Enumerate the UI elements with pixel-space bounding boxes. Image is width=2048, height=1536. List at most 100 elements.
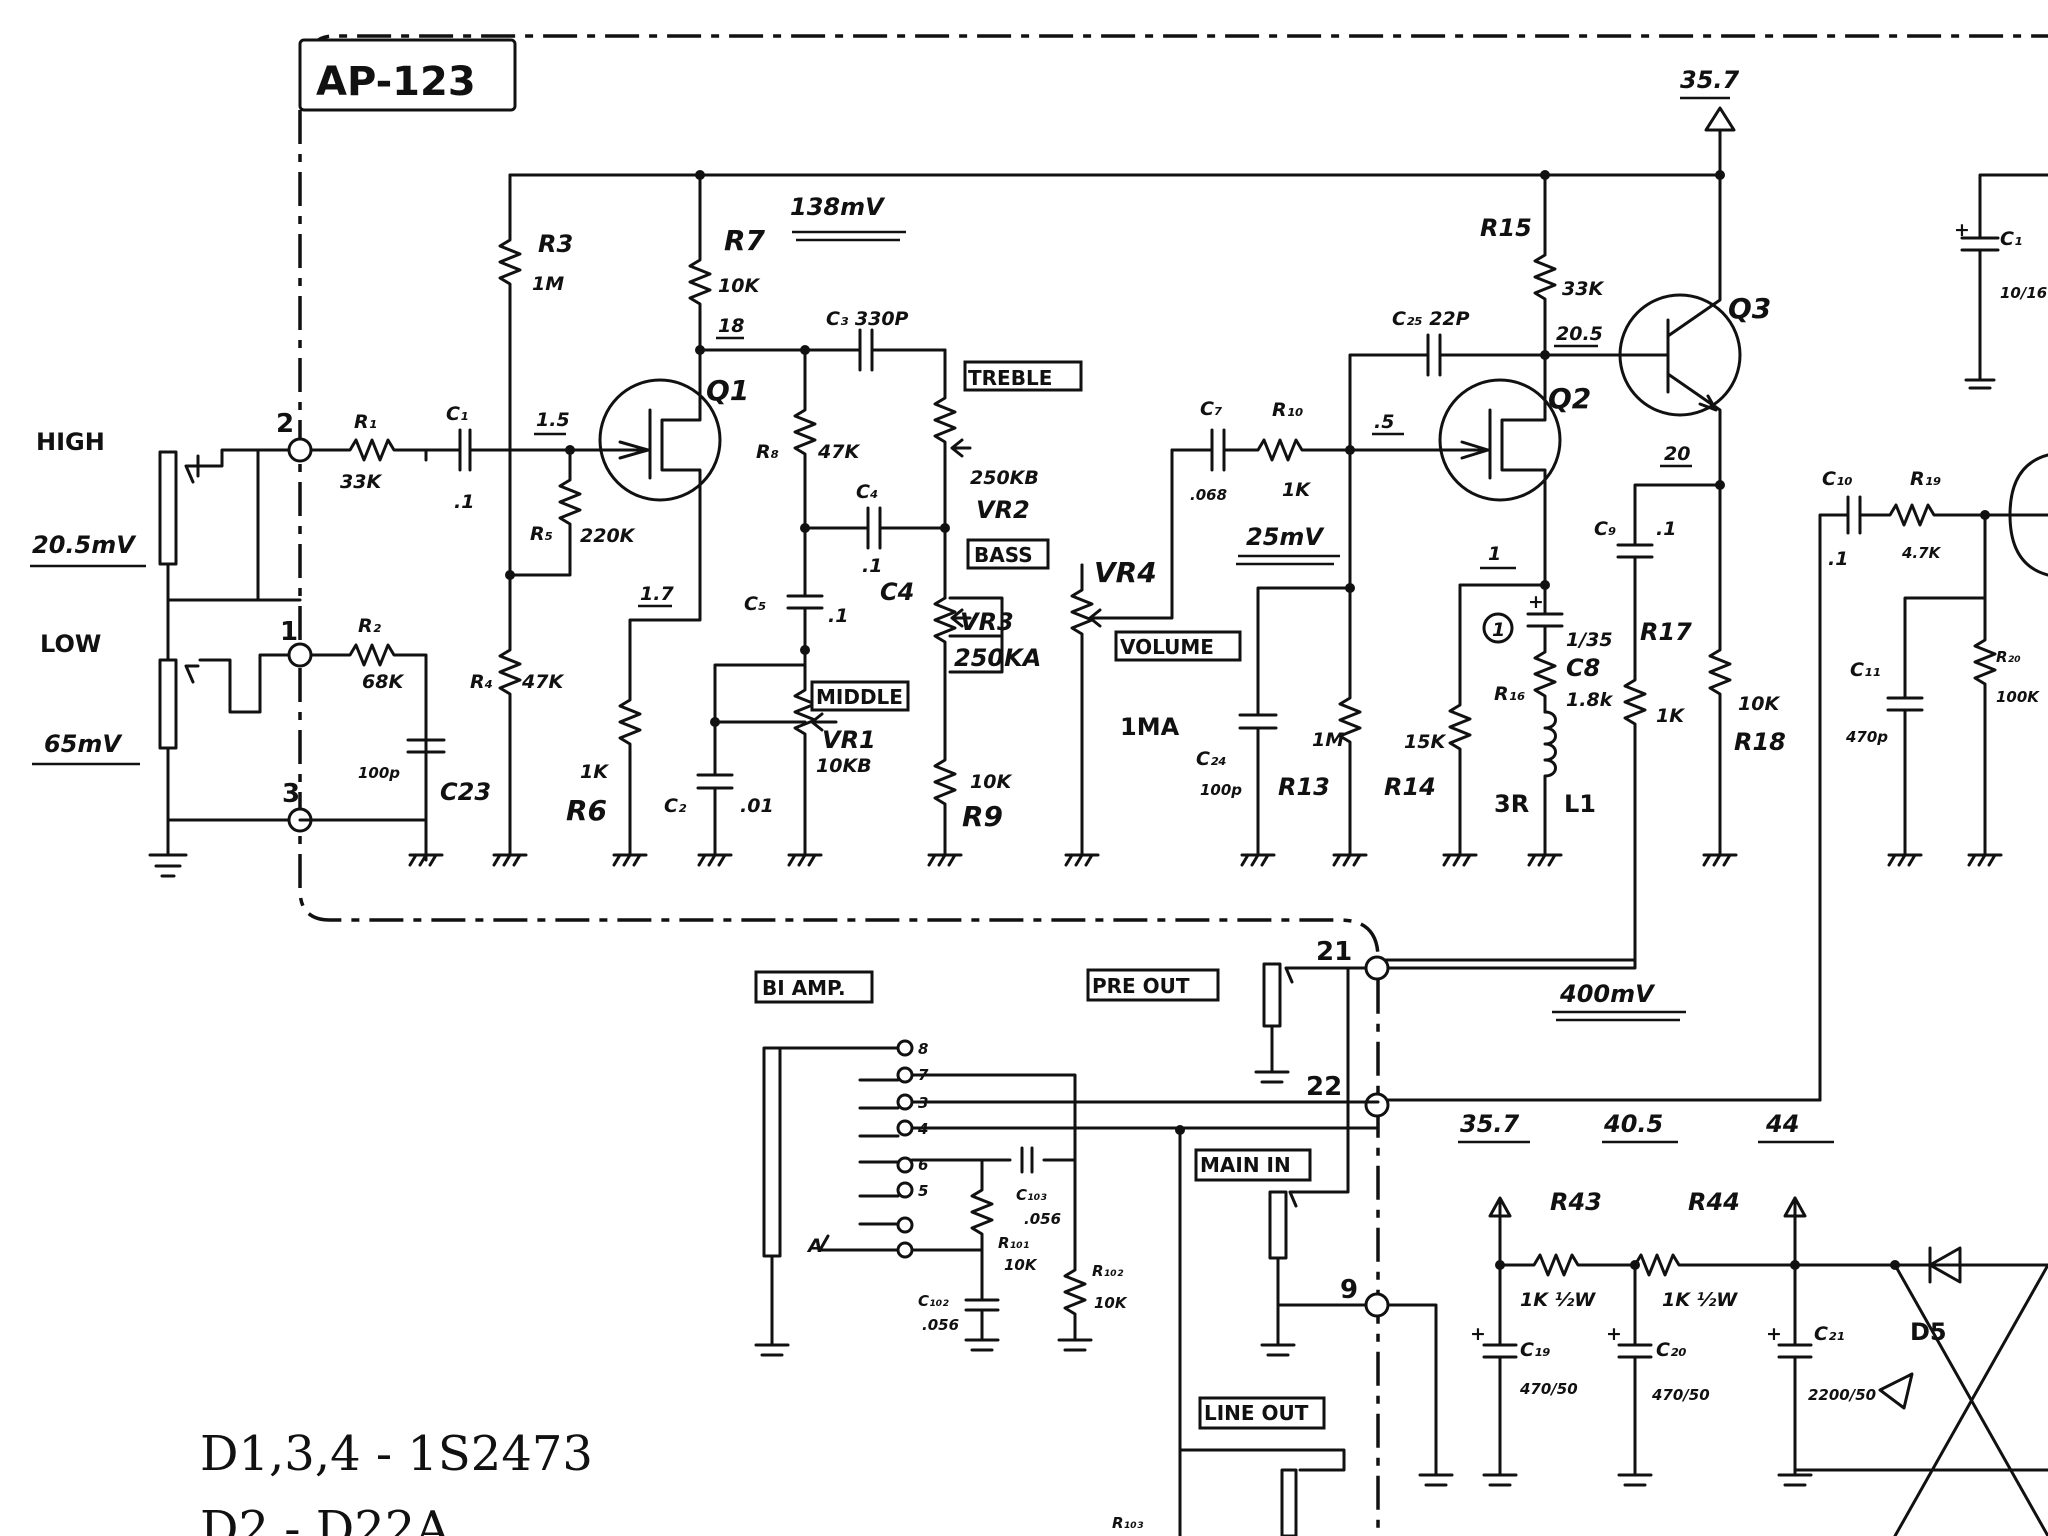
r5-value: 220K: [580, 525, 636, 547]
c5-value: .1: [828, 605, 848, 627]
supply-arrow-icon: [1704, 106, 1736, 132]
v-35-7: 35.7: [1460, 1110, 1520, 1138]
pre-out-label: PRE OUT: [1092, 974, 1190, 998]
l1-label: L1: [1564, 790, 1596, 818]
r13-label: R13: [1278, 773, 1330, 801]
v-drain-q1: 18: [718, 315, 744, 337]
r14-label: R14: [1384, 773, 1436, 801]
c3-label: C₃ 330P: [826, 308, 909, 330]
connector-section: BI AMP. PRE OUT 21 22 35.7 40.5 44 8 7 3: [754, 937, 1834, 1536]
c103-label: C₁₀₃: [1016, 1186, 1047, 1204]
r43-value: 1K ½W: [1520, 1289, 1596, 1311]
l1-value: 3R: [1494, 790, 1529, 818]
line-out-label: LINE OUT: [1204, 1401, 1309, 1425]
v-400mv: 400mV: [1559, 980, 1656, 1008]
input-high-level: 20.5mV: [32, 531, 137, 559]
r102-value: 10K: [1094, 1294, 1128, 1312]
main-in-label: MAIN IN: [1200, 1153, 1291, 1177]
c11-value: 470p: [1845, 728, 1888, 746]
r17-label: R17: [1640, 618, 1692, 646]
c4-label-small: C₄: [856, 481, 878, 503]
notes: D1,3,4 - 1S2473 D2 - D22A: [200, 1426, 593, 1536]
vr4-value: 1MA: [1120, 713, 1180, 741]
sw-label-a: A: [806, 1235, 823, 1257]
input-section: HIGH 20.5mV LOW 65mV 2 1 3 R₁ 33K R₂ 68K…: [30, 403, 572, 878]
c5-capacitor: [786, 526, 824, 652]
sw-label-5: 5: [918, 1182, 928, 1200]
pin-22: 22: [1306, 1072, 1342, 1102]
q1-stage: 35.7 R3 1M R₅ 220K R₄ 47K 1.5 Q1 R7 10K …: [470, 66, 1740, 857]
note-line-2: D2 - D22A: [200, 1501, 451, 1536]
c7-label: C₇: [1200, 398, 1222, 420]
v-source-q1: 1.7: [640, 583, 674, 605]
c8-marker-icon: [1482, 612, 1514, 644]
bass-control-label: BASS: [974, 543, 1033, 567]
r1-label: R₁: [354, 411, 377, 433]
c4-label: C4: [880, 578, 914, 606]
r18-resistor: [1708, 483, 1732, 857]
c1-label: C₁: [446, 403, 468, 425]
vr1-value: 10KB: [816, 755, 872, 777]
r16-value: 1.8k: [1566, 689, 1614, 711]
c19-plus-icon: +: [1470, 1323, 1486, 1345]
r1-resistor: [309, 438, 428, 462]
c4-capacitor: [803, 506, 947, 550]
c23-capacitor: [406, 448, 446, 862]
c8-plus-icon: +: [1528, 591, 1544, 613]
power-supply: R43 1K ½W R44 1K ½W + C₁₉ 470/50 + C₂₀ 4…: [1470, 1188, 2048, 1536]
v-25mv: 25mV: [1246, 523, 1325, 551]
c11-capacitor: [1886, 513, 1987, 857]
c2-value: .01: [740, 795, 774, 817]
r3-resistor: [498, 173, 522, 577]
r7-label: R7: [724, 224, 766, 257]
board-title: AP-123: [316, 59, 476, 105]
r4-label: R₄: [470, 671, 493, 693]
r15-label: R15: [1480, 214, 1532, 242]
c1-capacitor: [424, 428, 572, 472]
treble-control-label: TREBLE: [968, 366, 1052, 390]
c9-value: .1: [1656, 518, 1676, 540]
c9-r17: [1378, 483, 1722, 962]
c19-capacitor: [1482, 1263, 1518, 1487]
c-right-label: C₁: [2000, 228, 2022, 250]
c20-plus-icon: +: [1606, 1323, 1622, 1345]
sw-label-8: 8: [918, 1040, 928, 1058]
c8-marker-text: 1: [1492, 619, 1505, 641]
r9-value: 10K: [970, 771, 1012, 793]
bi-amp-label: BI AMP.: [762, 976, 846, 1000]
v-source-q2: 1: [1488, 543, 1501, 565]
r44-value: 1K ½W: [1662, 1289, 1738, 1311]
r102-label: R₁₀₂: [1092, 1262, 1124, 1280]
bi-amp-switch: [762, 1046, 782, 1258]
r2-resistor: [309, 643, 428, 762]
v-40-5: 40.5: [1603, 1110, 1663, 1138]
low-input-jack: [158, 658, 178, 750]
c21-plus-icon: +: [1766, 1323, 1782, 1345]
r20-value: 100K: [1996, 688, 2040, 706]
c8-r16: [1526, 583, 1564, 714]
c2-capacitor: [696, 773, 734, 857]
c4-value: .1: [862, 555, 882, 577]
r8-label: R₈: [756, 441, 779, 463]
pin-1: 1: [280, 617, 298, 647]
q3-label: Q3: [1728, 292, 1771, 325]
r6-resistor: [618, 543, 702, 857]
c103-value: .056: [1024, 1210, 1061, 1228]
c20-capacitor: [1617, 1263, 1653, 1487]
vr2-value: 250KB: [970, 467, 1039, 489]
c24-value: 100p: [1200, 781, 1242, 799]
c11-label: C₁₁: [1850, 659, 1881, 681]
c102-value: .056: [922, 1316, 959, 1334]
note-line-1: D1,3,4 - 1S2473: [200, 1426, 593, 1482]
r13-value: 1M: [1312, 729, 1344, 751]
v-emitter-q3: 20: [1664, 443, 1690, 465]
r20-resistor: [1973, 596, 1997, 857]
v-44: 44: [1765, 1110, 1799, 1138]
v-gate-q2: .5: [1374, 411, 1394, 433]
r14-resistor: [1448, 583, 1547, 857]
r2-label: R₂: [358, 615, 382, 637]
vr4-potentiometer: [1070, 563, 1094, 857]
c8-value: 1/35: [1566, 629, 1613, 651]
c24-label: C₂₄: [1196, 748, 1227, 770]
